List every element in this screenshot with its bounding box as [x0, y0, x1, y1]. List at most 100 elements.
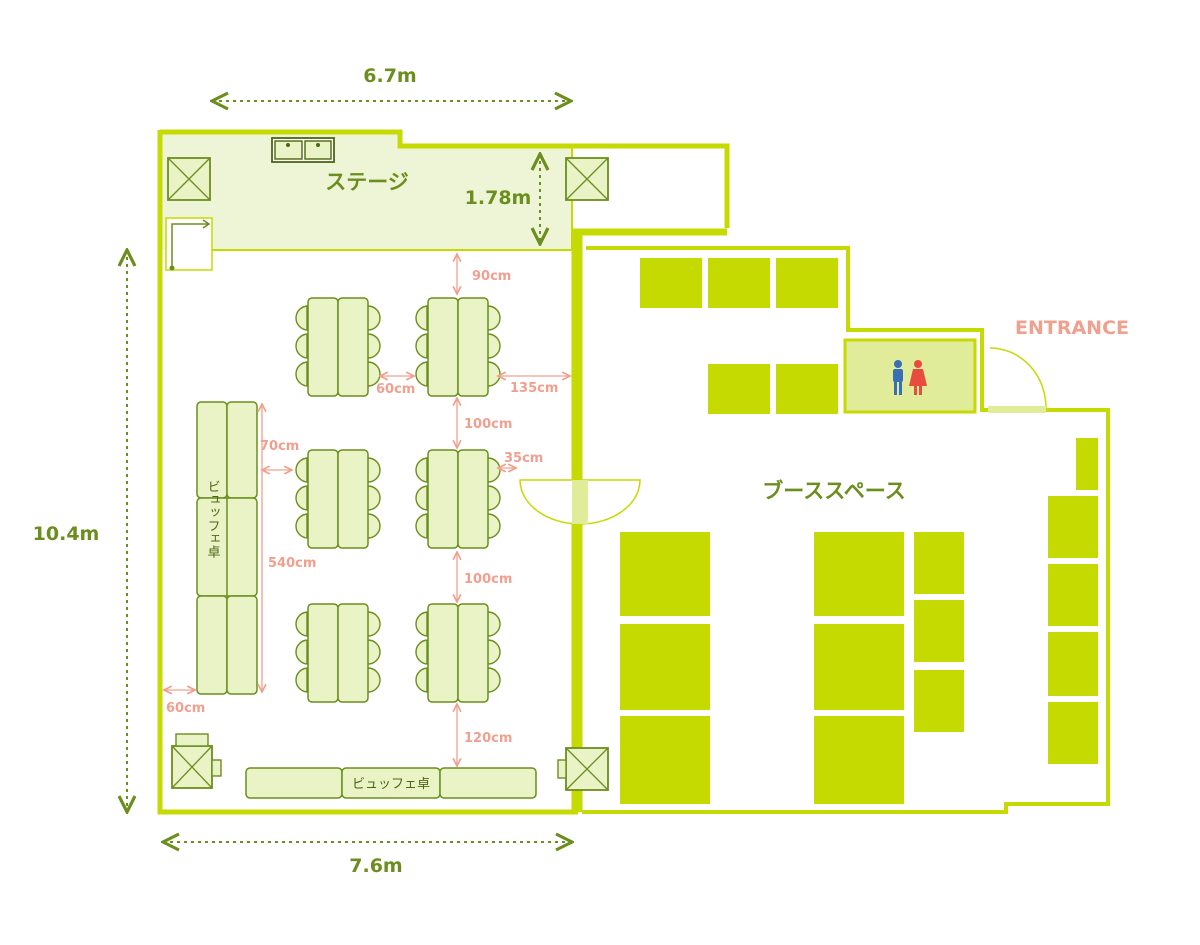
dim-height: 10.4m [33, 523, 100, 545]
chair [295, 361, 309, 387]
dining-table [295, 603, 381, 703]
spacing-60-wall: 60cm [166, 701, 205, 716]
booth [776, 364, 838, 414]
booth [640, 258, 702, 308]
spacing-120: 120cm [464, 731, 512, 746]
hall-room [157, 129, 730, 815]
dining-tables [295, 297, 501, 703]
upper-right-nook [572, 146, 727, 228]
chair [367, 305, 381, 331]
chair [487, 333, 501, 359]
booth [708, 364, 770, 414]
restroom-icon [893, 360, 927, 395]
buffet-label-horizontal: ビュッフェ卓 [352, 777, 430, 792]
spacing-540: 540cm [268, 556, 316, 571]
pillar-icon [167, 157, 211, 201]
booth-space-label: ブーススペース [762, 479, 905, 503]
booth-tables [620, 258, 1098, 804]
buffet-label-vertical: ビュッフェ卓 [205, 480, 221, 558]
chair [367, 667, 381, 693]
chair [415, 333, 429, 359]
table-half [307, 297, 339, 397]
chair [415, 639, 429, 665]
table-half [457, 449, 489, 549]
booth [620, 624, 710, 710]
chair [487, 667, 501, 693]
chair [295, 639, 309, 665]
booth [1048, 632, 1098, 696]
chair [295, 305, 309, 331]
sink-icon [271, 137, 335, 163]
chair [415, 513, 429, 539]
booth [620, 532, 710, 616]
chair [415, 611, 429, 637]
table-half [307, 449, 339, 549]
booth-room [582, 246, 1110, 814]
chair [487, 485, 501, 511]
chair [295, 667, 309, 693]
table-half [337, 449, 369, 549]
dimension-lines [127, 101, 572, 842]
booth [1048, 702, 1098, 764]
stage-label: ステージ [325, 170, 409, 194]
dining-table [295, 449, 381, 549]
chair [487, 457, 501, 483]
chair [415, 305, 429, 331]
spacing-60: 60cm [376, 382, 415, 397]
door-icon [519, 479, 641, 525]
stage-area [160, 132, 572, 250]
chair [295, 333, 309, 359]
booth [620, 716, 710, 804]
chair [295, 513, 309, 539]
spacing-lines [164, 254, 570, 766]
spacing-100-a: 100cm [464, 417, 512, 432]
dim-bottom-width: 7.6m [349, 855, 402, 877]
chair [295, 485, 309, 511]
chair [415, 457, 429, 483]
dim-stage-depth: 1.78m [465, 187, 532, 209]
restroom [843, 338, 977, 414]
chair [367, 457, 381, 483]
dining-table [295, 297, 381, 397]
pillar-icon [565, 157, 609, 201]
table-half [337, 603, 369, 703]
table-half [457, 297, 489, 397]
spacing-90: 90cm [472, 269, 511, 284]
chair [415, 485, 429, 511]
booth [914, 670, 964, 732]
chair [487, 639, 501, 665]
dining-table [415, 449, 501, 549]
spacing-35: 35cm [504, 451, 543, 466]
chair [487, 305, 501, 331]
spacing-135: 135cm [510, 381, 558, 396]
chair [295, 611, 309, 637]
pillar-icon [557, 747, 609, 791]
buffet-table-left: ビュッフェ卓 [196, 401, 258, 695]
chair [487, 361, 501, 387]
table-half [427, 603, 459, 703]
spacing-70: 70cm [260, 439, 299, 454]
table-half [307, 603, 339, 703]
chair [415, 667, 429, 693]
table-half [457, 603, 489, 703]
booth [814, 532, 904, 616]
chair [487, 513, 501, 539]
chair [367, 513, 381, 539]
dim-top-width: 6.7m [363, 65, 416, 87]
booth [776, 258, 838, 308]
booth [1076, 438, 1098, 490]
dining-table [415, 603, 501, 703]
spacing-100-b: 100cm [464, 572, 512, 587]
dining-table [415, 297, 501, 397]
table-half [337, 297, 369, 397]
chair [367, 333, 381, 359]
chair [415, 361, 429, 387]
entrance-door-icon [988, 347, 1047, 413]
booth [708, 258, 770, 308]
buffet-table-bottom: ビュッフェ卓 [245, 767, 537, 799]
pillar-icon [171, 733, 222, 789]
hall-outer-wall [160, 129, 730, 228]
booth [1048, 564, 1098, 626]
chair [487, 611, 501, 637]
